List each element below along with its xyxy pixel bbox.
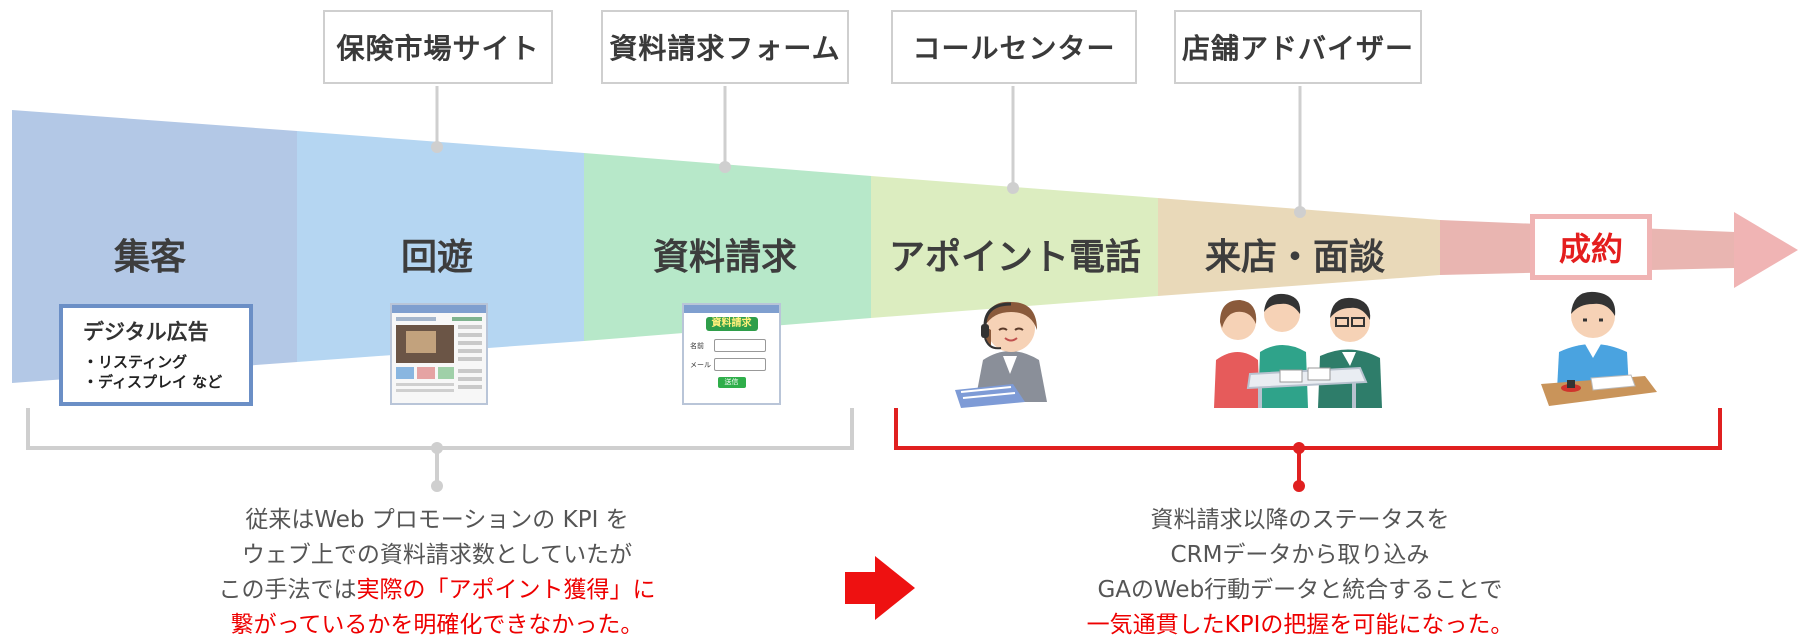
form-thumb-mail-label: メール: [690, 360, 711, 369]
top-label-call-center: コールセンター: [891, 10, 1137, 84]
top-label-insurance-site: 保険市場サイト: [323, 10, 553, 84]
stage-label-browsing: 回遊: [400, 237, 473, 278]
stage-label-acquisition: 集客: [113, 237, 186, 278]
store-meeting-illustration: [1214, 293, 1382, 408]
left-caption-line-4-highlight: 繋がっているかを明確化できなかった。: [230, 612, 644, 638]
left-caption-line-3-highlight: 実際の「アポイント獲得」に: [356, 577, 656, 603]
connector-dot-4: [1294, 206, 1306, 218]
stage-label-contract: 成約: [1530, 214, 1652, 280]
request-form-thumbnail: 資料請求 名前 メール 送信: [682, 303, 781, 405]
right-caption: 資料請求以降のステータスを CRMデータから取り込み GAのWeb行動データと統…: [1050, 503, 1550, 643]
connector-dot-3: [1007, 182, 1019, 194]
connector-dot-1: [431, 141, 443, 153]
ad-box-item-display: ・ディスプレイ など: [83, 373, 223, 391]
funnel-arrow-head: [1734, 212, 1798, 288]
website-thumbnail: [390, 303, 488, 405]
top-label-store-advisor: 店舗アドバイザー: [1174, 10, 1422, 84]
ad-box-item-listing: ・リスティング: [83, 353, 188, 371]
funnel-segment-2: [297, 131, 584, 362]
right-bracket: [894, 408, 1722, 484]
form-thumb-submit: 送信: [717, 377, 746, 388]
connector-dot-2: [719, 161, 731, 173]
right-caption-line-3: GAのWeb行動データと統合することで: [1097, 577, 1503, 603]
stage-label-store-visit: 来店・面談: [1204, 237, 1385, 278]
left-caption-line-3: この手法では実際の「アポイント獲得」に: [200, 573, 674, 608]
left-caption: 従来はWeb プロモーションの KPI を ウェブ上での資料請求数としていたが …: [200, 503, 674, 643]
digital-ad-box: デジタル広告 ・リスティング ・ディスプレイ など: [59, 304, 253, 406]
funnel-segment-4: [871, 176, 1158, 318]
top-label-request-form: 資料請求フォーム: [601, 10, 849, 84]
form-thumb-title: 資料請求: [705, 317, 758, 331]
call-center-operator-illustration: [955, 301, 1047, 408]
funnel-segment-5: [1158, 198, 1440, 296]
transition-arrow: [845, 556, 915, 620]
ad-box-title: デジタル広告: [83, 320, 209, 344]
contract-signing-illustration: [1541, 291, 1657, 406]
funnel-segment-3: [584, 153, 871, 341]
left-caption-line-3-plain: この手法では: [218, 577, 357, 603]
right-caption-line-2: CRMデータから取り込み: [1170, 542, 1430, 568]
left-caption-line-1: 従来はWeb プロモーションの KPI を: [245, 507, 629, 533]
right-caption-line-1: 資料請求以降のステータスを: [1150, 507, 1450, 533]
form-thumb-name-label: 名前: [690, 341, 704, 350]
stage-label-appointment-call: アポイント電話: [888, 237, 1141, 278]
right-caption-line-4-highlight: 一気通貫したKPIの把握を可能になった。: [1086, 612, 1514, 638]
stage-label-document-request: 資料請求: [652, 237, 797, 278]
left-caption-line-2: ウェブ上での資料請求数としていたが: [241, 542, 633, 568]
